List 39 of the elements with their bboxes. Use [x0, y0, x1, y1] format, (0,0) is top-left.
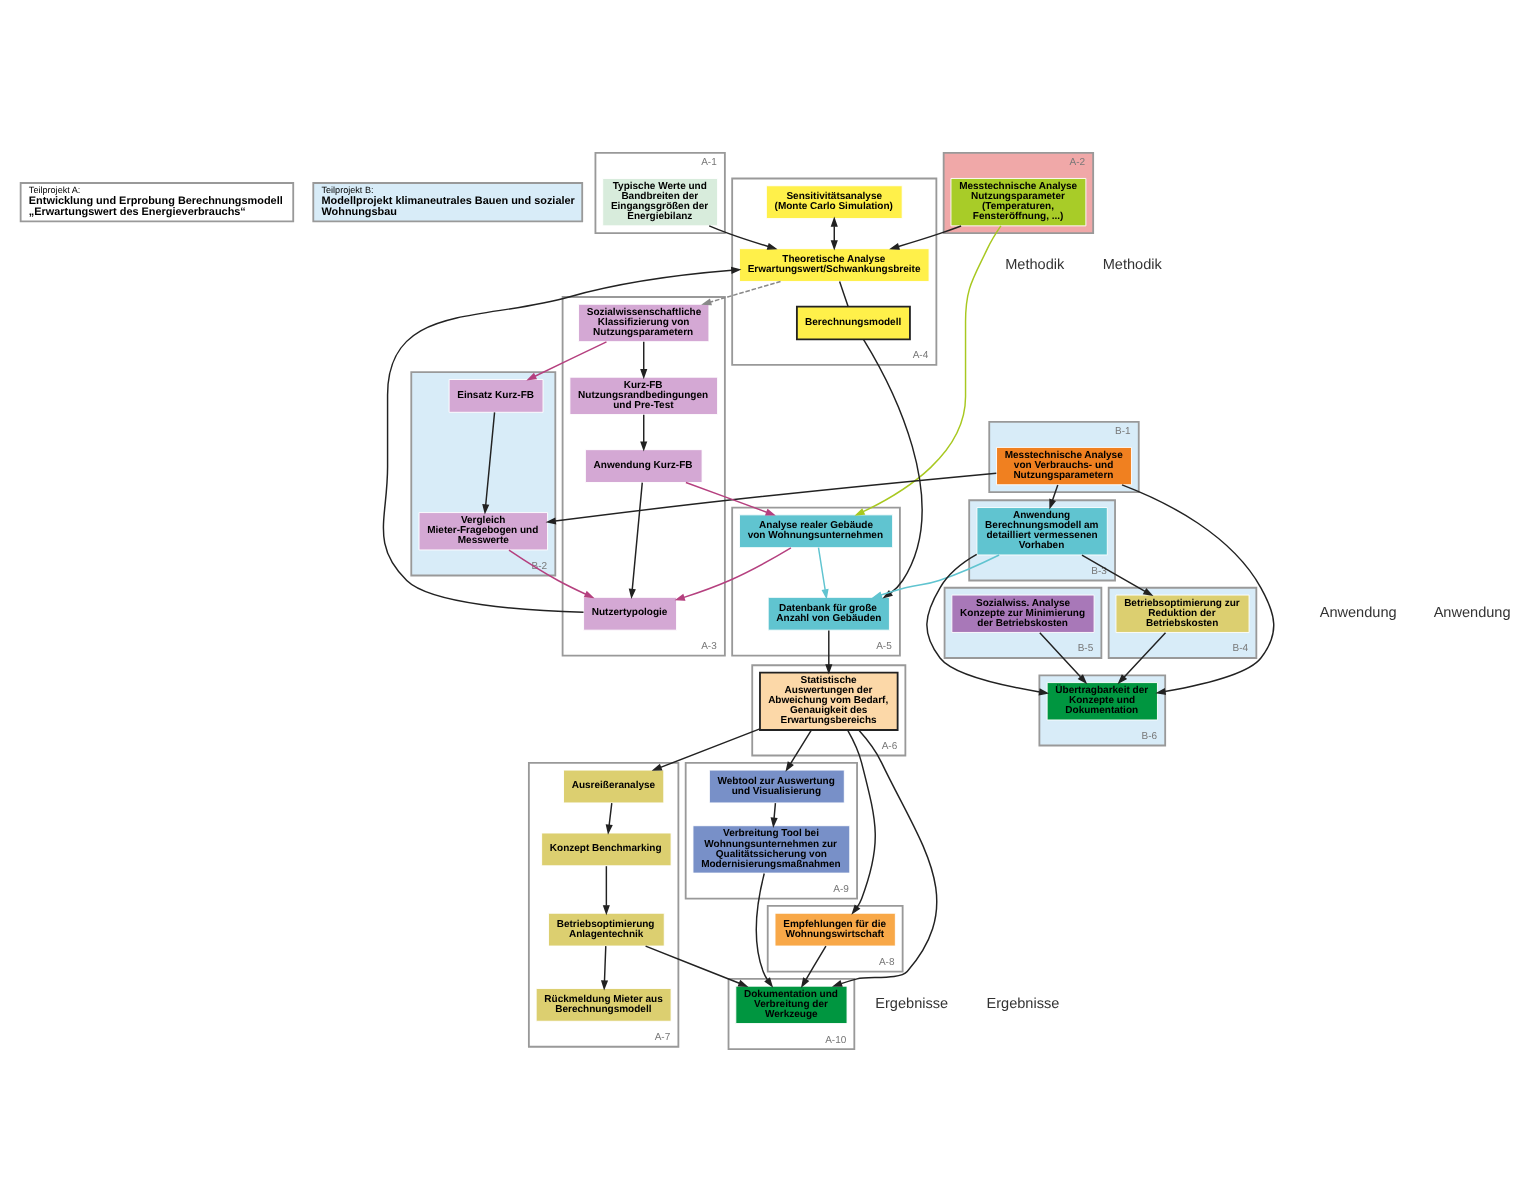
arrow: [701, 279, 782, 305]
label: Methodik: [1005, 253, 1065, 272]
arrow: [854, 224, 1002, 515]
arrow: [1039, 631, 1088, 684]
arrow: [770, 801, 778, 827]
arrow: [382, 265, 742, 613]
arrow: [785, 728, 813, 771]
arrow: [1121, 483, 1275, 694]
arrow: [605, 801, 613, 834]
arrow: [508, 548, 595, 598]
arrow: [847, 728, 876, 914]
arrow: [1117, 631, 1167, 684]
arrow: [640, 413, 648, 451]
arrow: [674, 546, 792, 600]
label: Methodik: [1102, 253, 1162, 272]
label: Anwendung: [1433, 602, 1511, 621]
arrow: [685, 480, 776, 515]
arrow: [545, 471, 997, 524]
arrow: [817, 546, 829, 599]
label: Ergebnisse: [875, 993, 949, 1012]
arrow: [628, 480, 643, 599]
label: Ergebnisse: [986, 993, 1060, 1012]
arrow: [800, 944, 827, 987]
arrow: [640, 340, 648, 379]
label: Anwendung: [1319, 602, 1397, 621]
arrow: [825, 628, 833, 674]
arrow: [889, 224, 962, 249]
arrow: [526, 340, 608, 380]
arrow: [482, 410, 496, 514]
arrow: [644, 944, 749, 986]
arrow: [602, 864, 610, 915]
arrow: [1049, 483, 1059, 509]
arrow: [600, 944, 609, 990]
arrow: [831, 728, 938, 986]
arrow: [926, 552, 1050, 695]
arrow: [651, 727, 761, 770]
arrow: [1081, 553, 1154, 596]
arrow: [708, 224, 778, 249]
connector: [838, 279, 849, 307]
